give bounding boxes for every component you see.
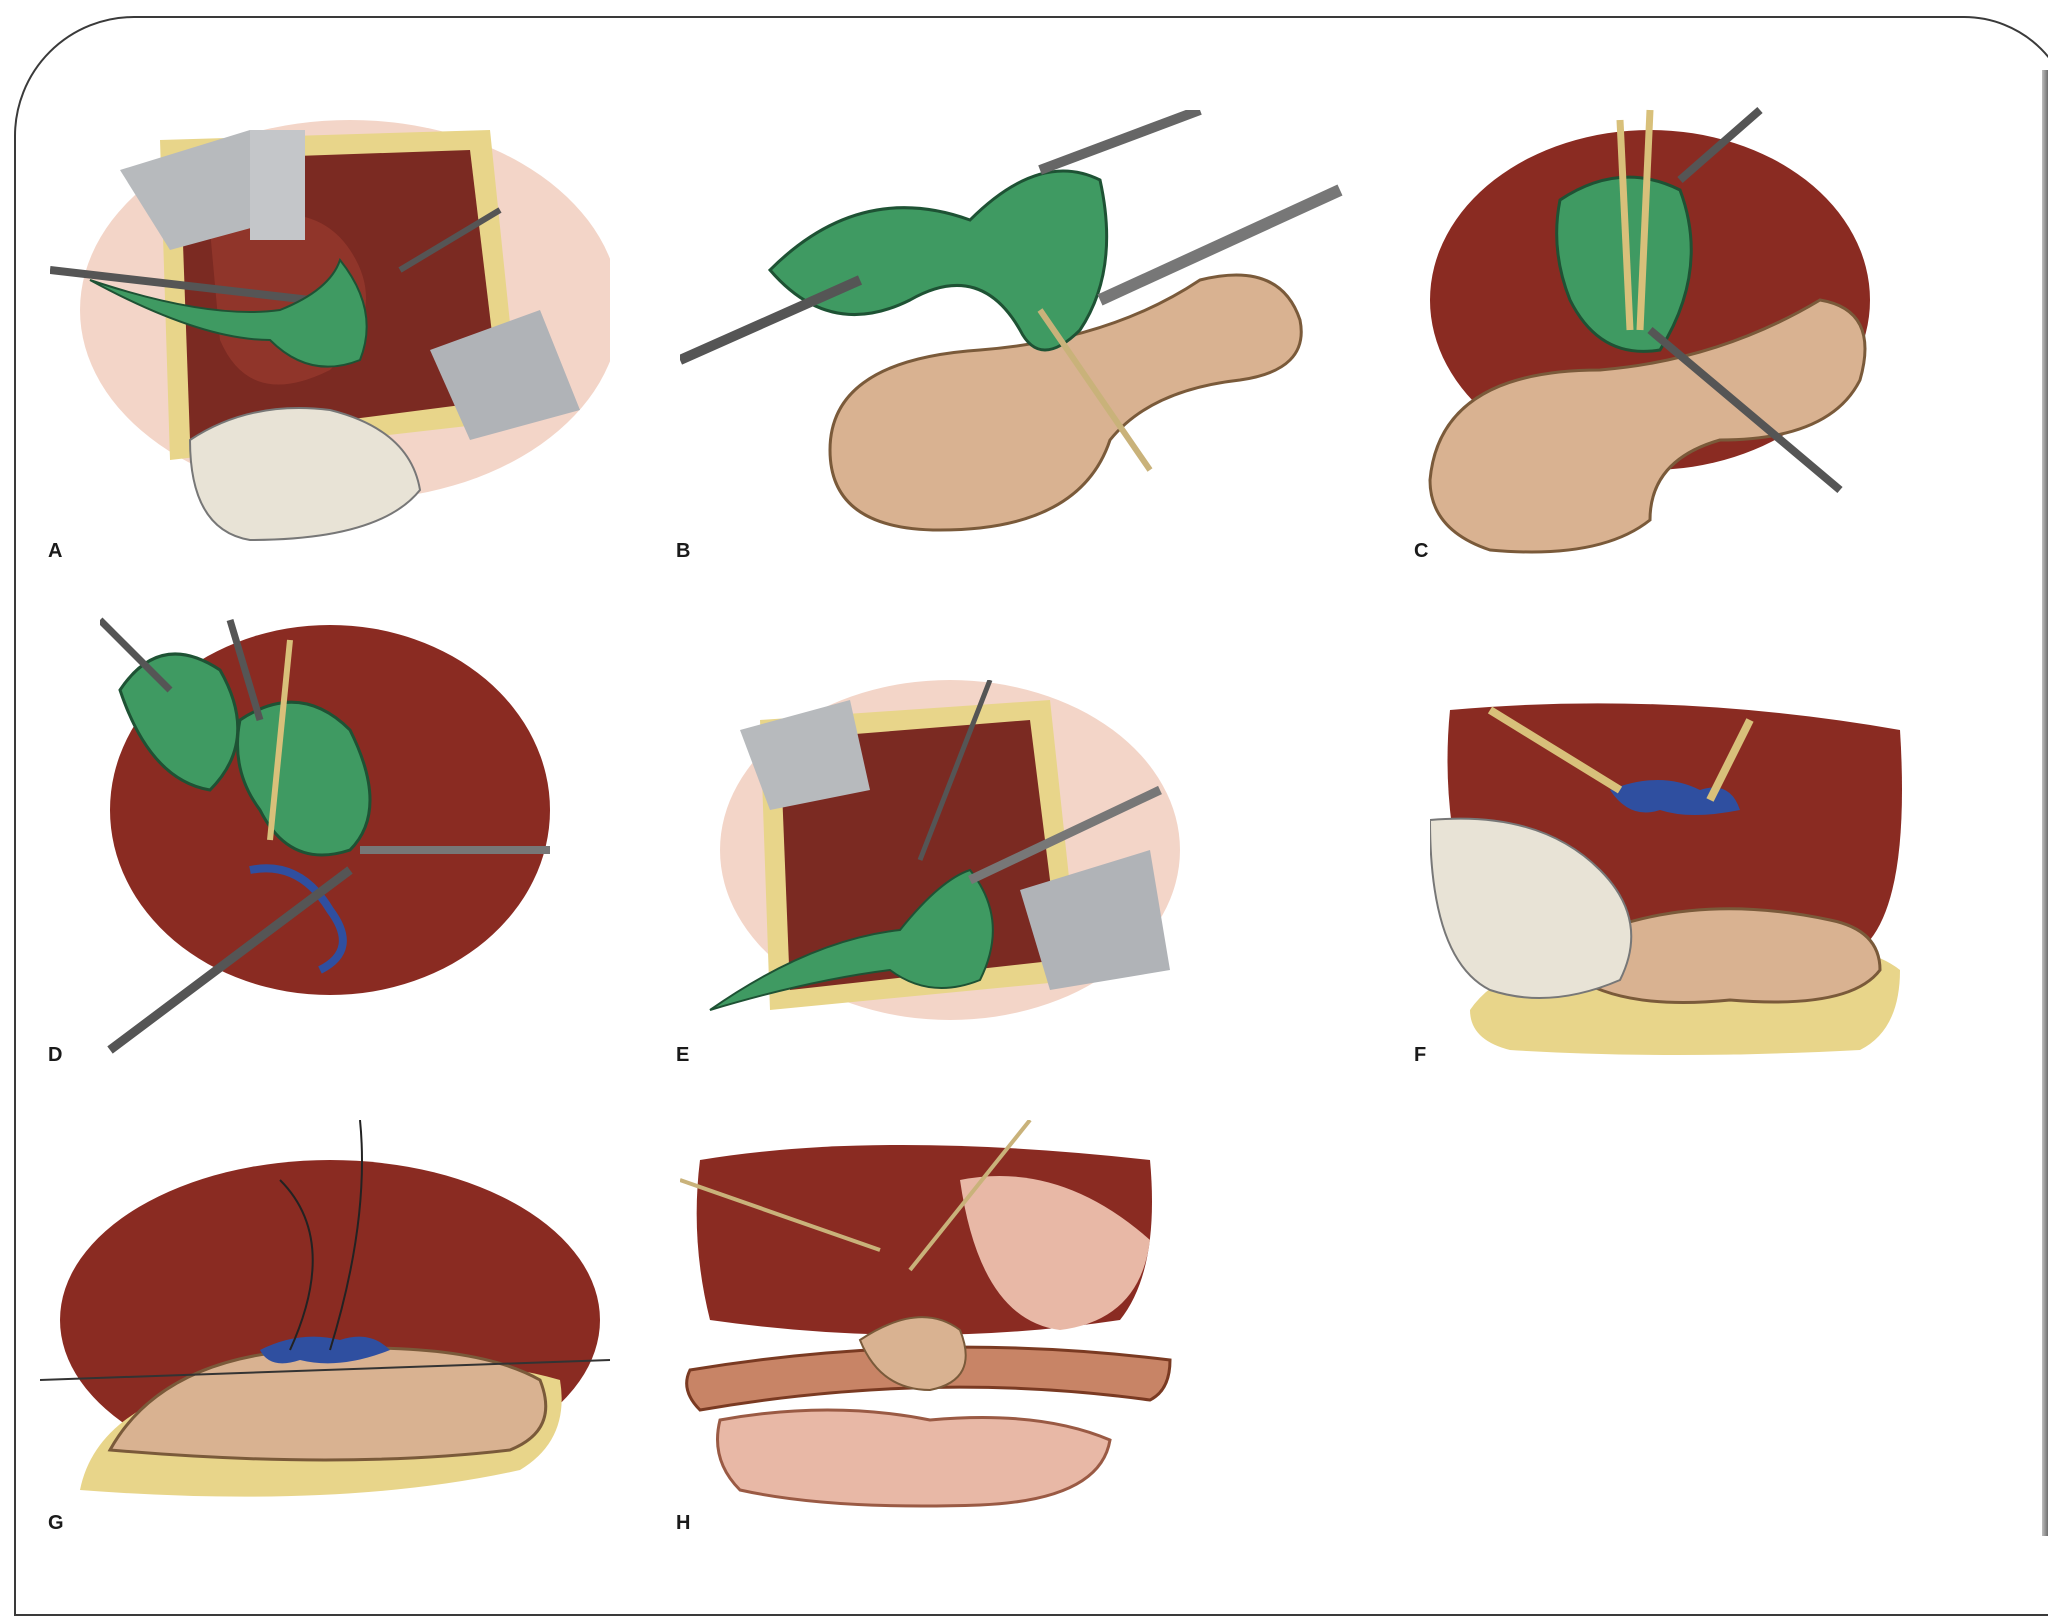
illustration-panel-a: [50, 110, 610, 550]
illustration-panel-c: [1420, 100, 1890, 560]
panel-label-d: D: [48, 1044, 63, 1066]
panel-label-g: G: [48, 1512, 64, 1534]
panel-label-b: B: [676, 540, 691, 562]
illustration-panel-b: [680, 110, 1360, 550]
panel-label-h: H: [676, 1512, 691, 1534]
panel-label-a: A: [48, 540, 63, 562]
illustration-panel-h: [680, 1120, 1180, 1510]
panel-label-c: C: [1414, 540, 1429, 562]
illustration-panel-f: [1430, 690, 1920, 1060]
illustration-panel-e: [690, 680, 1180, 1040]
slide-edge-shadow: [2042, 70, 2048, 1536]
panel-label-f: F: [1414, 1044, 1427, 1066]
illustration-panel-g: [40, 1120, 630, 1510]
illustration-panel-d: [100, 610, 560, 1060]
panel-label-e: E: [676, 1044, 690, 1066]
